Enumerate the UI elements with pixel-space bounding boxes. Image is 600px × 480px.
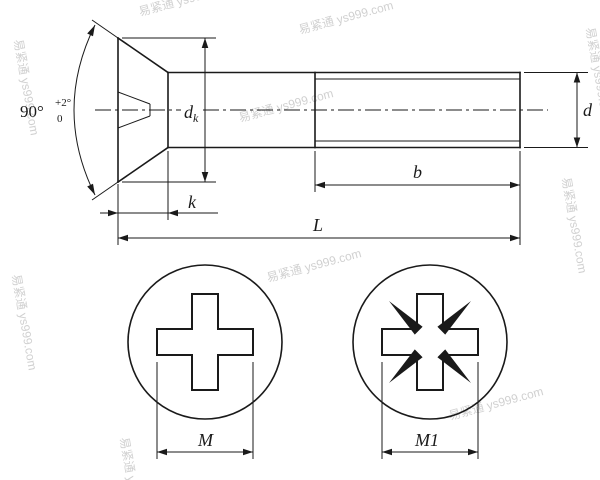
- phillips-recess-view: M: [127, 264, 283, 459]
- arrowhead: [573, 72, 581, 83]
- countersunk-head-outline: [116, 36, 170, 184]
- watermark-text: 易紧通 ys999.com: [265, 246, 363, 285]
- head-height-dimension: k: [100, 151, 218, 220]
- arrowhead: [87, 25, 95, 37]
- watermark-text: 易紧通 ys999.com: [447, 384, 545, 423]
- phillips-width-label: M: [197, 430, 214, 450]
- screw-side-view: 90° +2° 0 d k d: [20, 19, 593, 245]
- watermark-text: 易紧通 ys999.com: [559, 176, 590, 274]
- pozidriv-wedge: [437, 349, 471, 383]
- pozidriv-recess-view: M1: [352, 264, 508, 459]
- total-length-dimension: L: [117, 184, 521, 245]
- pozidriv-tick-marks: [389, 301, 471, 383]
- head-diameter-subscript: k: [193, 111, 199, 125]
- watermark-text: 易紧通 ys999.com: [11, 38, 42, 136]
- arrowhead: [157, 448, 167, 456]
- watermark-text: 易紧通 ys999.com: [297, 0, 395, 37]
- watermark-text: 易紧通 ys999.com: [117, 436, 148, 480]
- recess-profile-bottom: [117, 115, 151, 129]
- thread-length-label: b: [413, 162, 422, 182]
- arrowhead: [108, 209, 118, 217]
- head-diameter-label: d: [184, 102, 194, 122]
- arrowhead: [315, 181, 325, 189]
- arrowhead: [87, 183, 95, 195]
- arrowhead: [510, 234, 520, 242]
- angle-label: 90°: [20, 102, 44, 121]
- thread-length-dimension: b: [314, 151, 521, 192]
- watermark-text: 易紧通 ys999.com: [9, 273, 40, 371]
- angle-extension-top: [91, 19, 119, 39]
- arrowhead: [510, 181, 520, 189]
- pozidriv-wedge: [389, 349, 423, 383]
- angle-arc: [73, 24, 96, 196]
- angle-extension-bottom: [91, 181, 119, 201]
- arrowhead: [573, 137, 581, 148]
- arrowhead: [468, 448, 478, 456]
- total-length-label: L: [312, 215, 323, 235]
- head-height-label: k: [188, 192, 197, 212]
- head-cone-bottom: [116, 146, 170, 184]
- angle-tolerance-lower: 0: [57, 113, 63, 125]
- arrowhead: [243, 448, 253, 456]
- pozidriv-width-label: M1: [414, 430, 439, 450]
- shank-diameter-label: d: [583, 100, 593, 120]
- head-circle: [127, 264, 283, 420]
- recess-profile-top: [117, 91, 151, 105]
- head-circle: [352, 264, 508, 420]
- phillips-width-dimension: M: [156, 362, 254, 459]
- arrowhead: [118, 234, 128, 242]
- arrowhead: [168, 209, 178, 217]
- shank-diameter-dimension: d: [524, 72, 593, 148]
- label-backing: [181, 98, 203, 123]
- angle-tolerance-upper: +2°: [55, 97, 71, 109]
- phillips-cross-slot: [156, 293, 254, 391]
- shank-outline: [167, 71, 521, 149]
- pozidriv-wedge: [437, 301, 471, 335]
- arrowhead: [201, 172, 209, 182]
- arrowhead: [382, 448, 392, 456]
- watermark-text: 易紧通 ys999.com: [237, 86, 335, 125]
- head-cone-top: [116, 36, 170, 74]
- head-diameter-dimension: d k: [122, 37, 216, 183]
- arrowhead: [201, 38, 209, 48]
- pozidriv-width-dimension: M1: [381, 362, 479, 459]
- watermark-text: 易紧通 ys999.com: [137, 0, 235, 19]
- pozidriv-wedge: [389, 301, 423, 335]
- angle-dimension: 90° +2° 0: [20, 19, 119, 201]
